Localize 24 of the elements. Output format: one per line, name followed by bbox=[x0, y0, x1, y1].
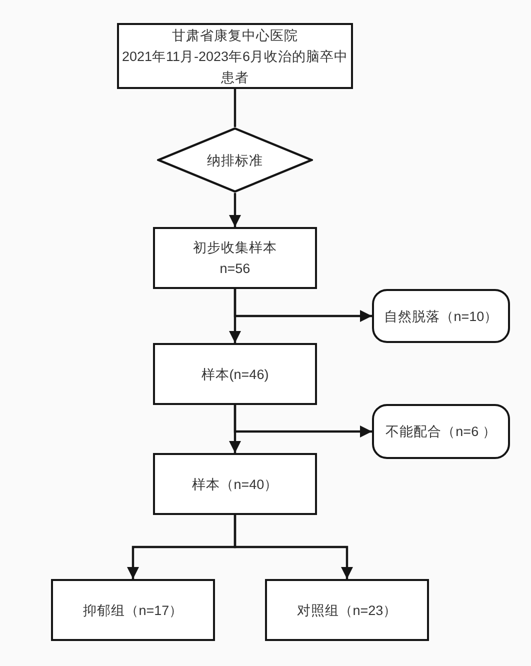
connector-line bbox=[234, 89, 236, 127]
process-box bbox=[153, 453, 317, 515]
process-box bbox=[265, 579, 429, 641]
node-text: 抑郁组（n=17） bbox=[82, 602, 184, 620]
rounded-box bbox=[372, 289, 510, 343]
node-text: n=56 bbox=[220, 260, 250, 278]
arrow bbox=[229, 289, 241, 343]
node-text: 自然脱落（n=10） bbox=[384, 308, 498, 326]
arrow bbox=[229, 405, 241, 453]
arrow bbox=[234, 515, 353, 579]
process-box bbox=[117, 23, 353, 89]
process-box bbox=[153, 343, 317, 405]
node-text: 不能配合（n=6 ） bbox=[386, 423, 496, 441]
node-text: 初步收集样本 bbox=[193, 239, 277, 257]
node-text: 甘肃省康复中心医院 bbox=[172, 26, 298, 44]
node-text: 样本(n=46) bbox=[201, 366, 269, 384]
node-text: 2021年11月-2023年6月收治的脑卒中患者 bbox=[120, 48, 350, 86]
process-box bbox=[153, 227, 317, 289]
node-text: 对照组（n=23） bbox=[296, 602, 398, 620]
node-text: 样本（n=40） bbox=[192, 476, 278, 494]
node-text: 纳排标准 bbox=[207, 152, 263, 170]
arrow bbox=[229, 193, 241, 227]
process-box bbox=[51, 579, 215, 641]
rounded-box bbox=[372, 404, 510, 459]
